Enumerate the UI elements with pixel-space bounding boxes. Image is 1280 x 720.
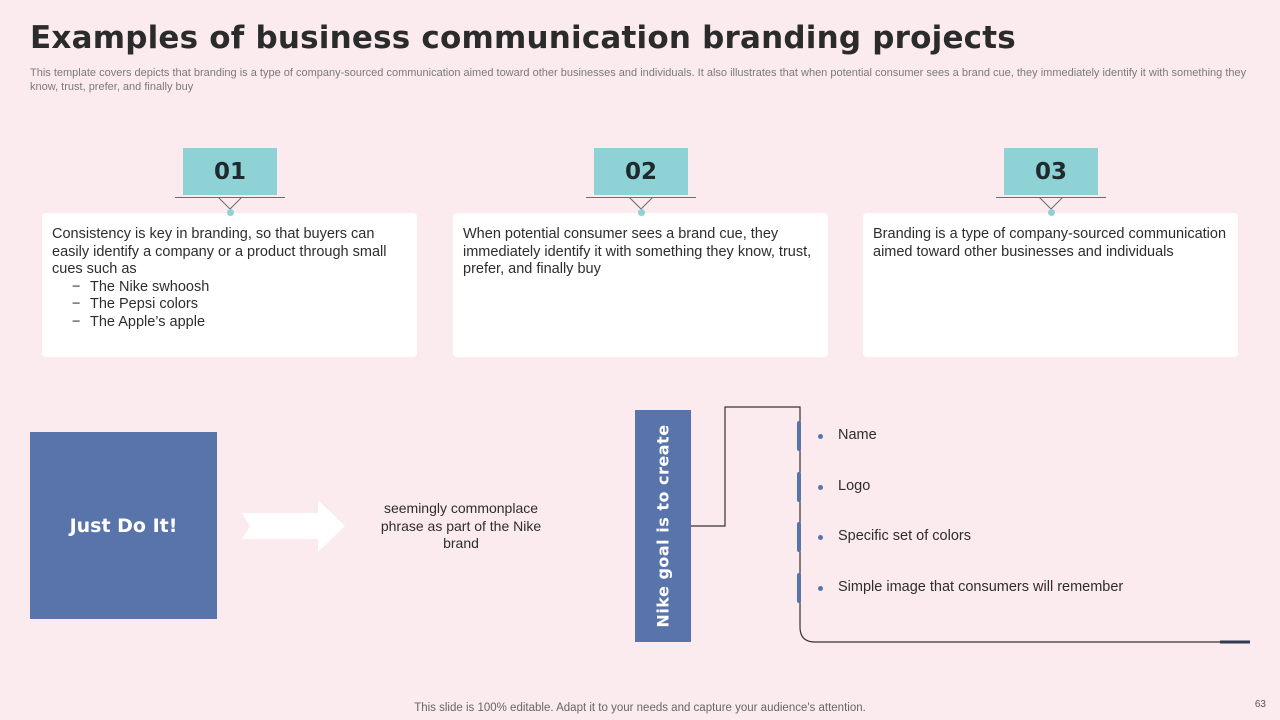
tab-dot <box>1047 209 1055 216</box>
goal-item-label: Specific set of colors <box>838 528 971 544</box>
info-card-01: Consistency is key in branding, so that … <box>42 213 417 357</box>
card-text: Branding is a type of company-sourced co… <box>873 226 1227 260</box>
goal-item-label: Logo <box>838 478 871 494</box>
list-item: The Pepsi colors <box>72 296 407 314</box>
bullet-dot-icon <box>818 434 823 439</box>
bullet-dot-icon <box>818 535 823 540</box>
slogan-box: Just Do It! <box>30 432 217 619</box>
step-number-tab-01: 01 <box>183 148 277 195</box>
list-item: The Apple’s apple <box>72 314 407 332</box>
right-arrow-icon <box>242 500 345 552</box>
bullet-dot-icon <box>818 586 823 591</box>
goal-item-name: Name <box>797 421 1217 451</box>
goal-bar <box>635 410 691 642</box>
item-tick <box>797 522 801 552</box>
bullet-dot-icon <box>818 485 823 490</box>
card-text: Consistency is key in branding, so that … <box>52 226 387 277</box>
item-tick <box>797 472 801 502</box>
goal-item-colors: Specific set of colors <box>797 522 1217 552</box>
goal-item-label: Simple image that consumers will remembe… <box>838 579 1124 595</box>
step-number-tab-03: 03 <box>1004 148 1098 195</box>
slogan-description: seemingly commonplace phrase as part of … <box>380 500 542 551</box>
page-number: 63 <box>1254 699 1266 710</box>
step-number-tab-02: 02 <box>594 148 688 195</box>
goal-item-logo: Logo <box>797 472 1217 502</box>
card-bullet-list: The Nike swhoosh The Pepsi colors The Ap… <box>52 279 407 332</box>
goal-label: Nike goal is to create <box>653 424 673 628</box>
card-text: When potential consumer sees a brand cue… <box>463 226 812 277</box>
goal-item-label: Name <box>838 427 877 443</box>
tab-underline <box>175 197 285 198</box>
tab-underline <box>586 197 696 198</box>
slogan-label: Just Do It! <box>69 514 178 537</box>
item-tick <box>797 421 801 451</box>
list-item: The Nike swhoosh <box>72 279 407 297</box>
goal-item-image: Simple image that consumers will remembe… <box>797 573 1217 603</box>
page-title: Examples of business communication brand… <box>30 20 1016 56</box>
info-card-03: Branding is a type of company-sourced co… <box>863 213 1238 357</box>
info-card-02: When potential consumer sees a brand cue… <box>453 213 828 357</box>
page-subtitle: This template covers depicts that brandi… <box>30 67 1247 93</box>
footer-note: This slide is 100% editable. Adapt it to… <box>414 702 866 714</box>
tab-dot <box>226 209 234 216</box>
item-tick <box>797 573 801 603</box>
tab-underline <box>996 197 1106 198</box>
tab-dot <box>637 209 645 216</box>
